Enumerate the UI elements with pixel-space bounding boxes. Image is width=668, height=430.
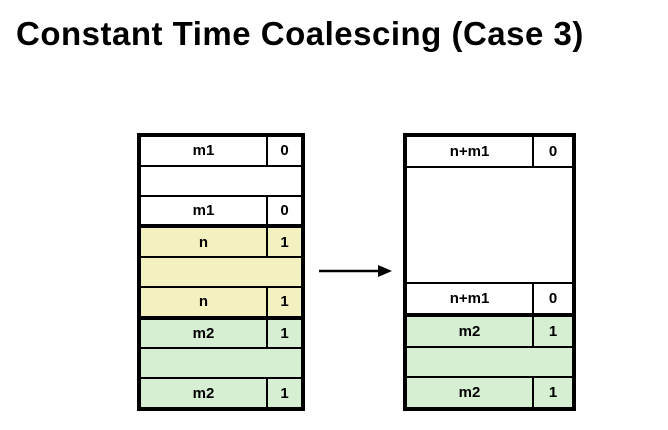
m2-block-header-row: m2 1 (141, 319, 301, 350)
allocated-bit: 1 (266, 379, 301, 408)
allocated-bit: 1 (266, 319, 301, 348)
merged-block-header-row: n+m1 0 (407, 137, 572, 168)
merged-block-footer-row: n+m1 0 (407, 284, 572, 318)
block-size-label: m2 (192, 325, 215, 343)
m2-block-footer-row: m2 1 (407, 378, 572, 408)
n-block-payload-row (141, 258, 301, 288)
allocated-bit: 0 (266, 196, 301, 225)
memory-diagram-before: m1 0 m1 0 n 1 n 1 m2 1 m2 1 (137, 133, 305, 411)
m2-block-header-row: m2 1 (407, 317, 572, 348)
allocated-bit: 1 (266, 228, 301, 257)
allocated-bit: 0 (532, 137, 572, 166)
allocated-bit: 1 (532, 378, 572, 408)
block-size-label: n (198, 233, 209, 251)
allocated-bit: 1 (266, 287, 301, 316)
allocated-bit: 0 (266, 137, 301, 165)
block-size-label: n (198, 293, 209, 311)
m1-block-footer-row: m1 0 (141, 196, 301, 229)
slide-title: Constant Time Coalescing (Case 3) (16, 15, 584, 52)
block-size-label: m2 (458, 384, 481, 402)
block-size-label: n+m1 (449, 142, 490, 160)
n-block-footer-row: n 1 (141, 287, 301, 320)
m2-block-payload-row (141, 349, 301, 380)
m2-block-footer-row: m2 1 (141, 379, 301, 408)
allocated-bit: 0 (532, 284, 572, 314)
m1-block-header-row: m1 0 (141, 137, 301, 167)
block-size-label: m2 (192, 384, 215, 402)
block-size-label: n+m1 (449, 290, 490, 308)
transition-arrow-icon (319, 265, 392, 277)
memory-diagram-after: n+m1 0 n+m1 0 m2 1 m2 1 (403, 133, 576, 411)
block-size-label: m2 (458, 322, 481, 340)
block-size-label: m1 (192, 201, 215, 219)
m1-block-payload-row (141, 166, 301, 197)
merged-block-payload-row (407, 167, 572, 285)
allocated-bit: 1 (532, 317, 572, 346)
block-size-label: m1 (192, 142, 215, 160)
n-block-header-row: n 1 (141, 228, 301, 259)
m2-block-payload-row (407, 347, 572, 379)
